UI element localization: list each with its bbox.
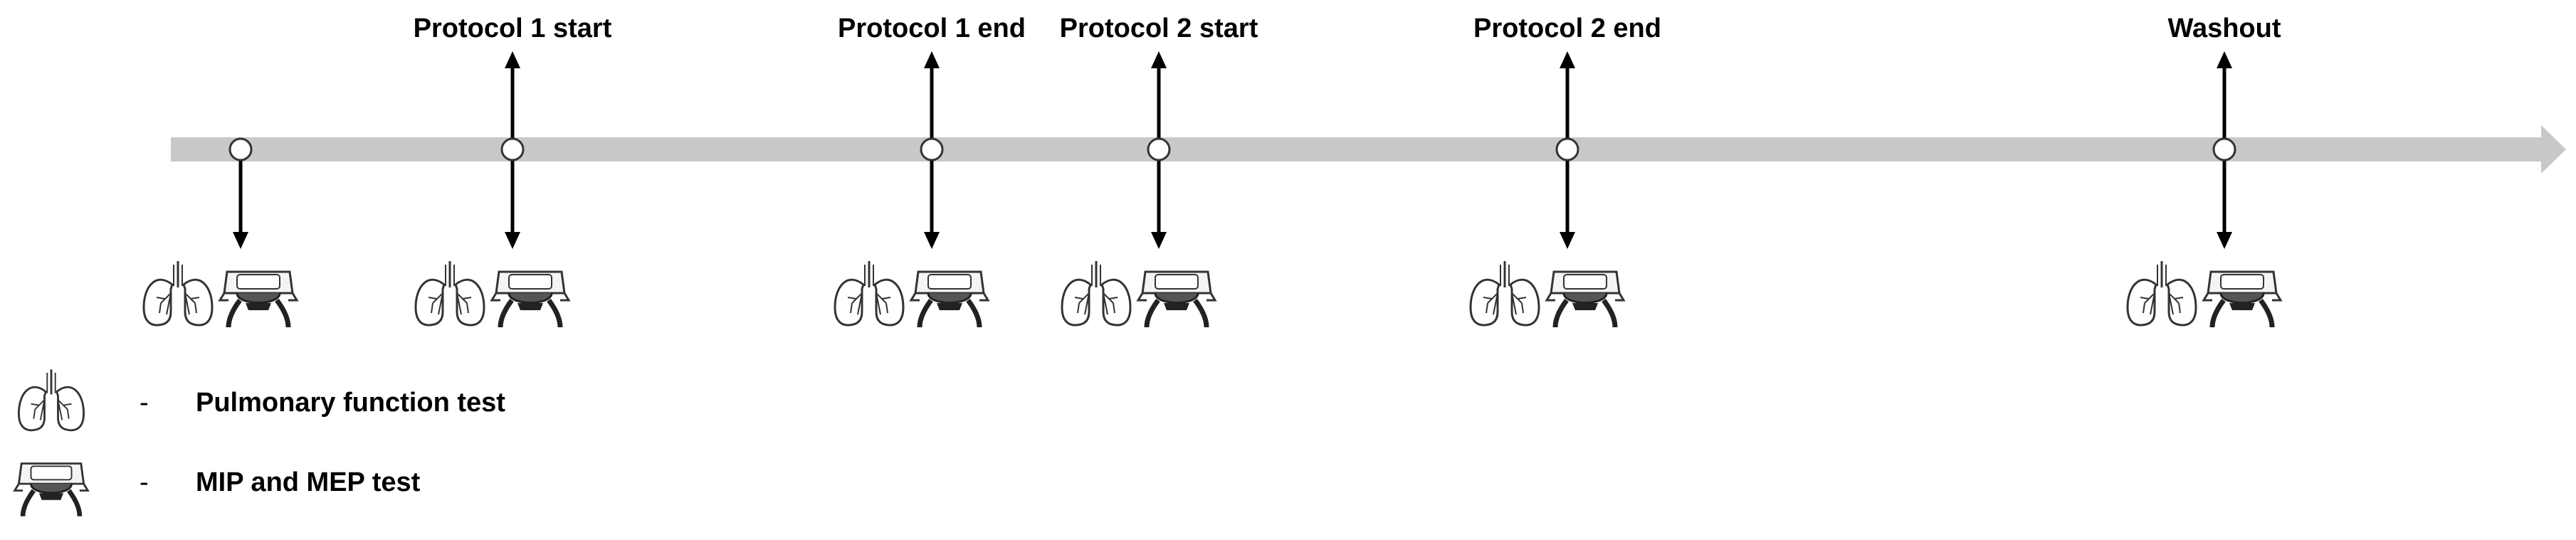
legend-label-pulmonary: Pulmonary function test: [196, 388, 505, 418]
down-arrow-head: [924, 232, 940, 249]
mouthpiece-icon: [220, 272, 297, 327]
legend-label-mip-mep: MIP and MEP test: [196, 467, 421, 497]
legend-dash: -: [140, 467, 149, 497]
legend-item-pulmonary: - Pulmonary function test: [17, 368, 505, 432]
up-arrow-head: [2217, 51, 2232, 68]
timeline-axis: [171, 125, 2566, 174]
down-arrow-head: [2217, 232, 2232, 249]
lungs-icon: [414, 260, 485, 327]
event-marker: [500, 137, 525, 162]
event-marker: [1147, 137, 1171, 162]
down-arrow-head: [505, 232, 520, 249]
event-label: Protocol 1 end: [838, 14, 1026, 43]
up-arrow-head: [924, 51, 940, 68]
up-arrow-head: [505, 51, 520, 68]
down-arrow-head: [1560, 232, 1575, 249]
mouthpiece-icon: [911, 272, 988, 327]
event-marker: [1555, 137, 1579, 162]
down-arrow-head: [233, 232, 248, 249]
lungs-icon: [834, 260, 905, 327]
event-baseline: [142, 137, 297, 327]
event-washout: Washout: [2126, 14, 2281, 327]
event-label: Washout: [2167, 14, 2281, 43]
legend: - Pulmonary function test - MIP and MEP …: [15, 368, 505, 517]
mouthpiece-icon: [492, 272, 569, 327]
lungs-icon: [2126, 260, 2197, 327]
up-arrow-head: [1151, 51, 1167, 68]
event-protocol-2-start: Protocol 2 start: [1060, 14, 1258, 327]
legend-item-mip-mep: - MIP and MEP test: [15, 464, 421, 517]
down-arrow-head: [1151, 232, 1167, 249]
event-marker: [228, 137, 253, 162]
lungs-icon: [17, 368, 85, 432]
event-label: Protocol 2 start: [1060, 14, 1258, 43]
event-label: Protocol 2 end: [1473, 14, 1661, 43]
event-label: Protocol 1 start: [414, 14, 612, 43]
legend-dash: -: [140, 388, 149, 418]
mouthpiece-icon: [2204, 272, 2281, 327]
up-arrow-head: [1560, 51, 1575, 68]
event-marker: [2212, 137, 2236, 162]
lungs-icon: [142, 260, 214, 327]
event-protocol-1-start: Protocol 1 start: [414, 14, 612, 327]
event-protocol-1-end: Protocol 1 end: [834, 14, 1026, 327]
event-protocol-2-end: Protocol 2 end: [1469, 14, 1661, 327]
mouthpiece-icon: [15, 464, 88, 517]
mouthpiece-icon: [1138, 272, 1215, 327]
lungs-icon: [1061, 260, 1132, 327]
event-marker: [920, 137, 944, 162]
mouthpiece-icon: [1547, 272, 1624, 327]
timeline-events: Protocol 1 start Protocol 1 end Protocol 2…: [142, 14, 2281, 327]
lungs-icon: [1469, 260, 1540, 327]
